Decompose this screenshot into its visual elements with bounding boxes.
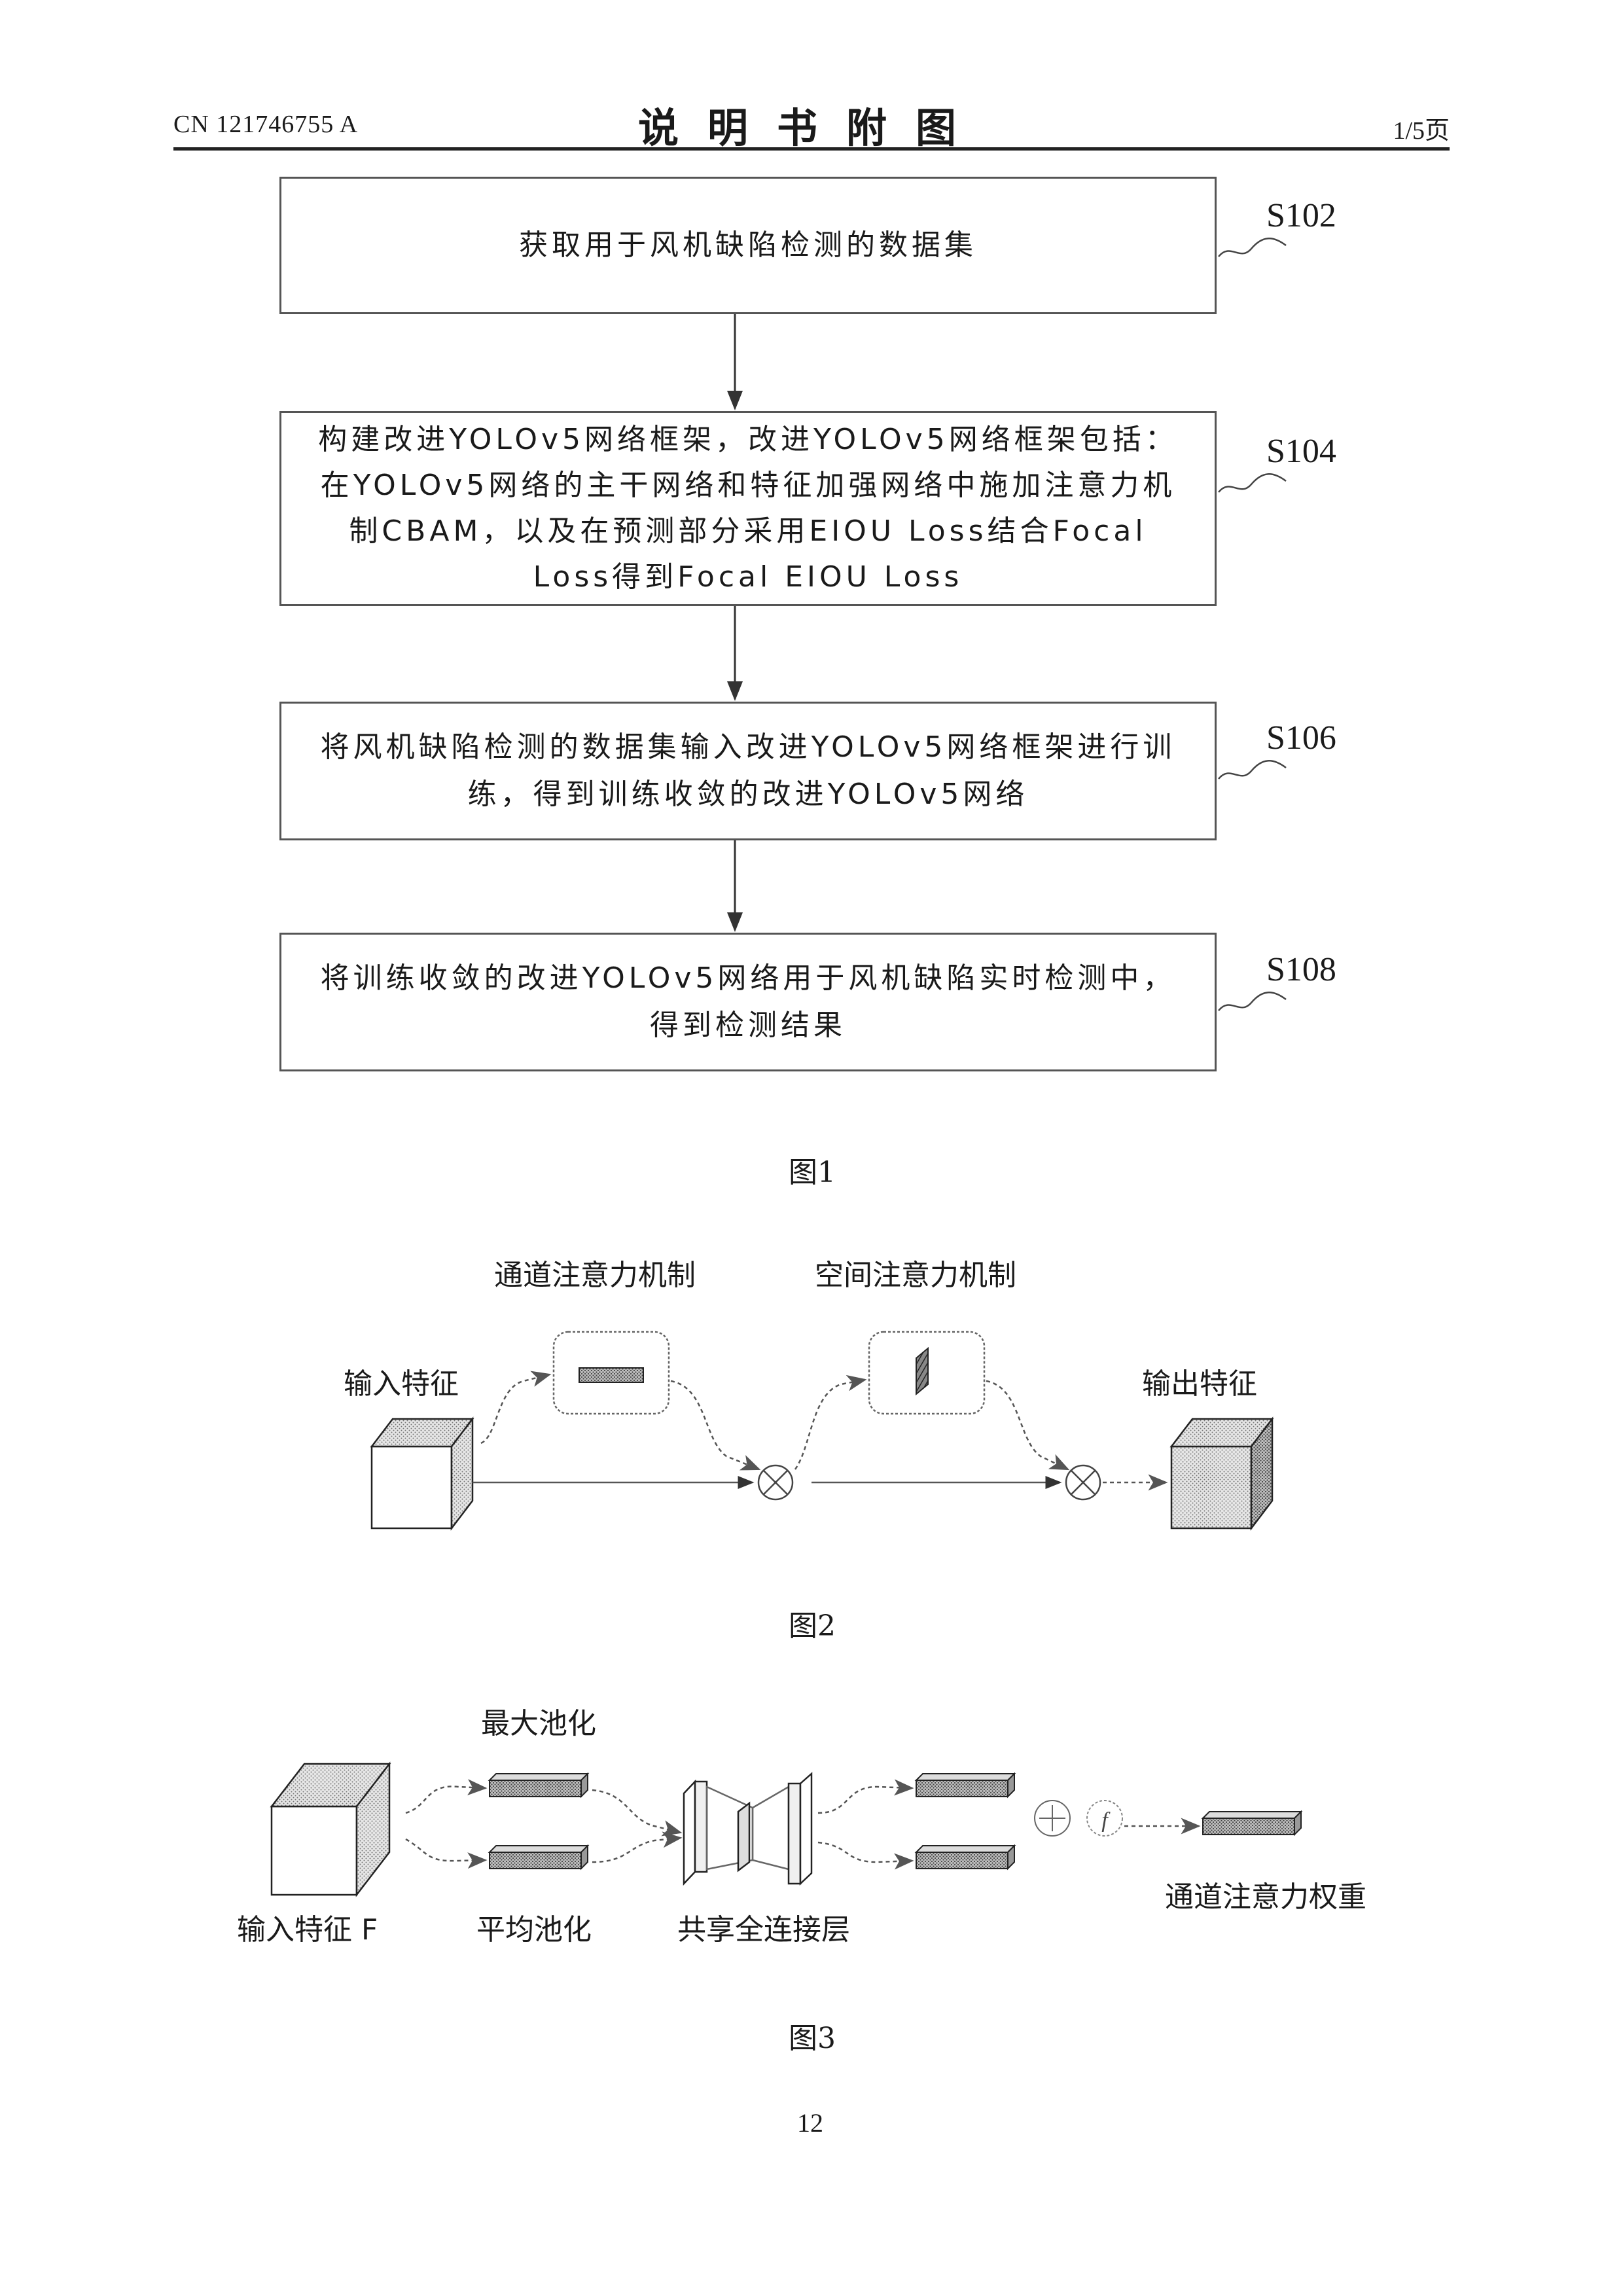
avg-pool-vector xyxy=(490,1846,588,1869)
pooled-vectors xyxy=(490,1774,588,1869)
shared-mlp xyxy=(684,1774,812,1884)
channel-attention-module xyxy=(554,1332,669,1414)
leader-s104 xyxy=(1219,474,1286,492)
leader-s102 xyxy=(1219,238,1286,257)
leader-s108 xyxy=(1219,992,1286,1011)
leader-s106 xyxy=(1219,761,1286,779)
sum-operator xyxy=(1035,1801,1070,1836)
step-leader-lines xyxy=(1219,238,1286,1011)
input-feature-f-cube xyxy=(272,1764,389,1895)
output-feature-cube xyxy=(1171,1419,1272,1528)
mlp-layer-3 xyxy=(789,1784,800,1884)
mlp-layer-1 xyxy=(684,1782,695,1884)
sigmoid-operator: f xyxy=(1087,1801,1122,1836)
spatial-attention-module xyxy=(869,1332,984,1414)
channel-vector-icon xyxy=(579,1368,643,1382)
input-feature-cube xyxy=(372,1419,473,1528)
channel-weight-vector xyxy=(1203,1812,1301,1835)
mlp-output-vectors xyxy=(916,1774,1014,1869)
max-pool-vector xyxy=(490,1774,588,1797)
mlp-layer-2 xyxy=(738,1803,749,1871)
